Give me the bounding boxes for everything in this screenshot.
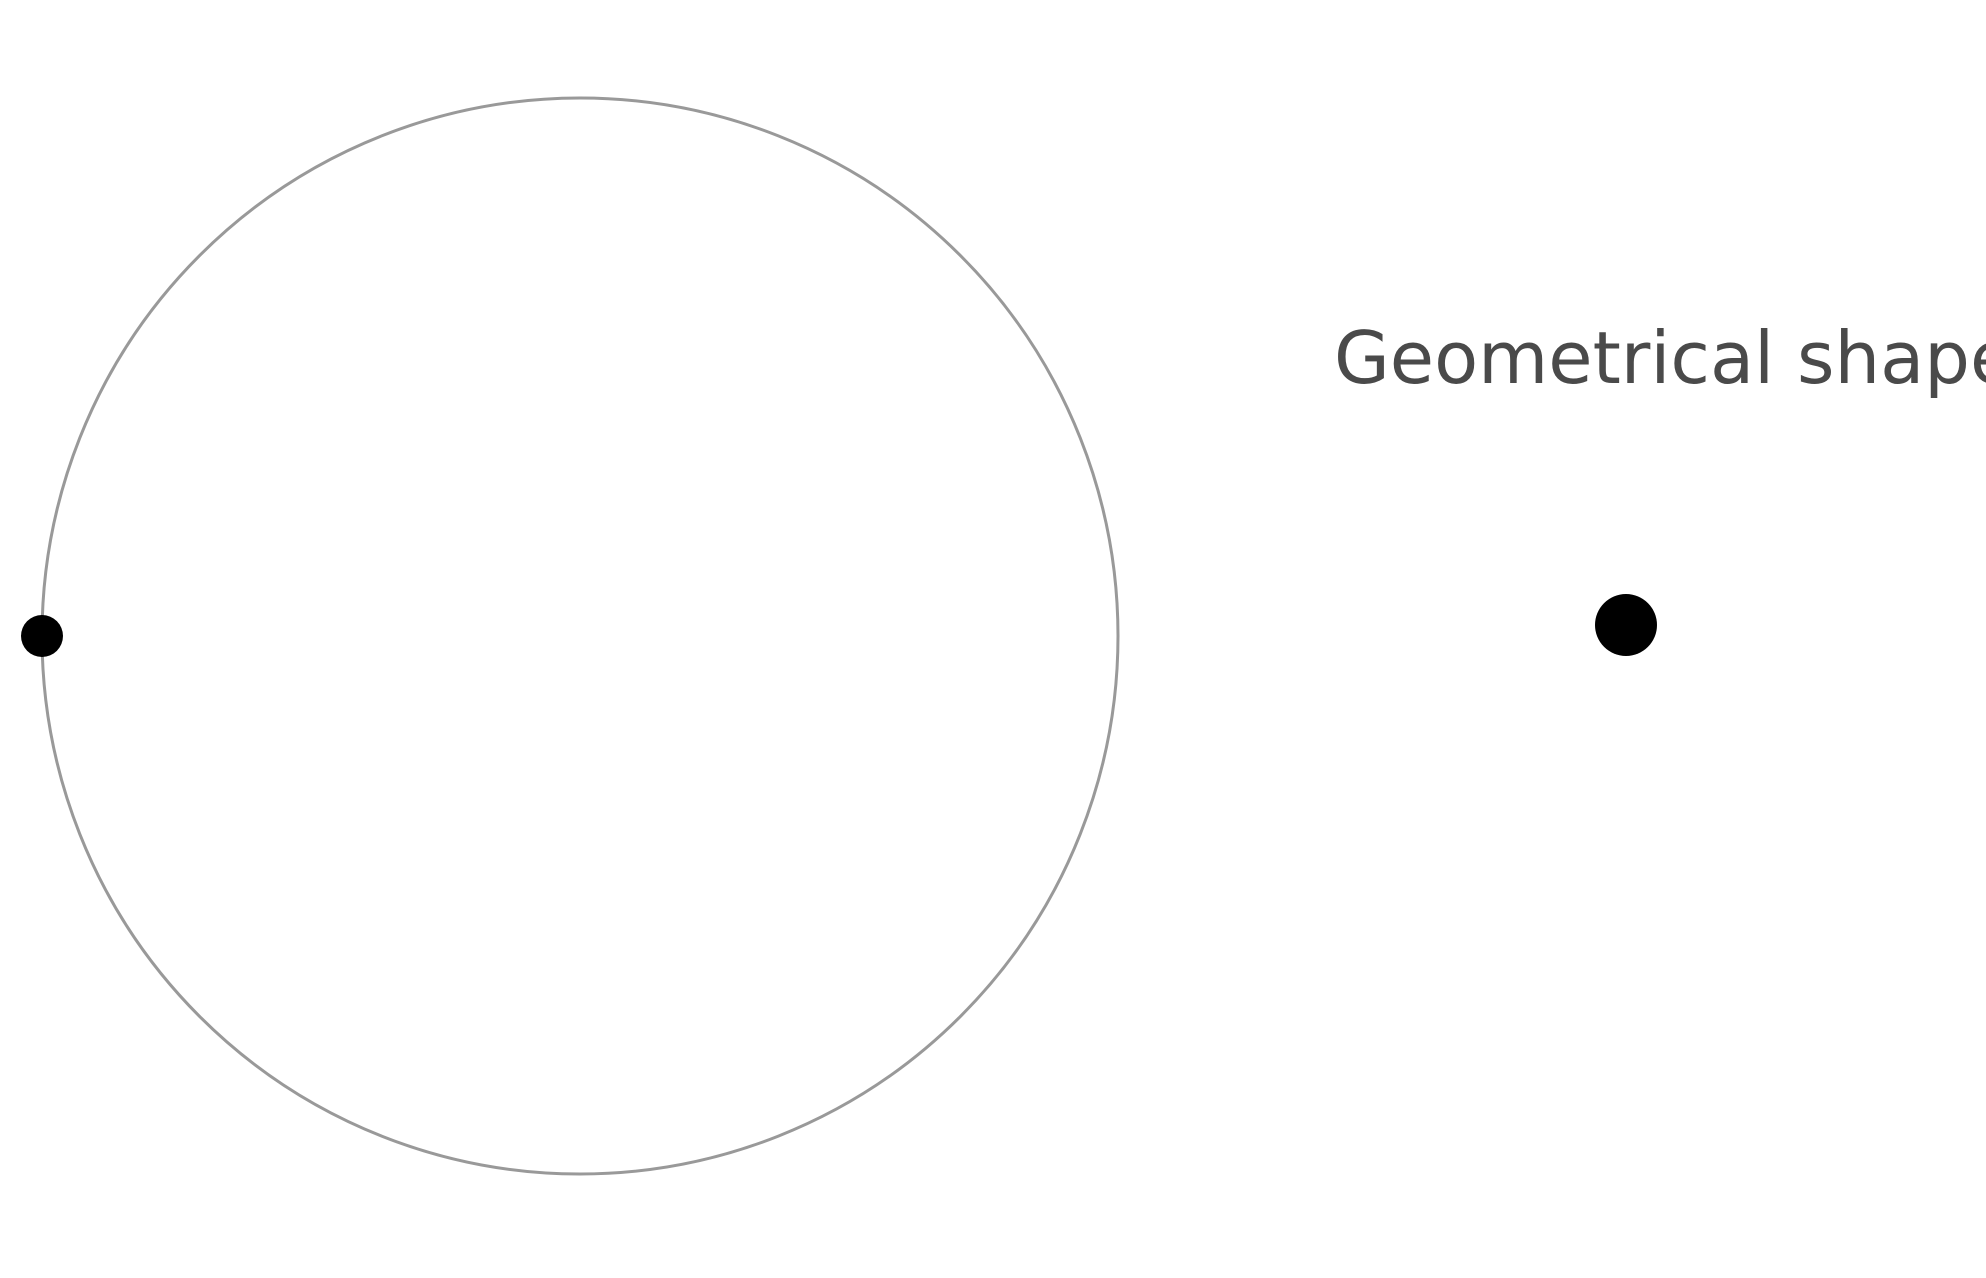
standalone-point [1595, 594, 1657, 656]
outline-circle [40, 96, 1120, 1176]
point-on-circle [21, 615, 63, 657]
shape-title: Geometrical shape [1334, 316, 1986, 400]
